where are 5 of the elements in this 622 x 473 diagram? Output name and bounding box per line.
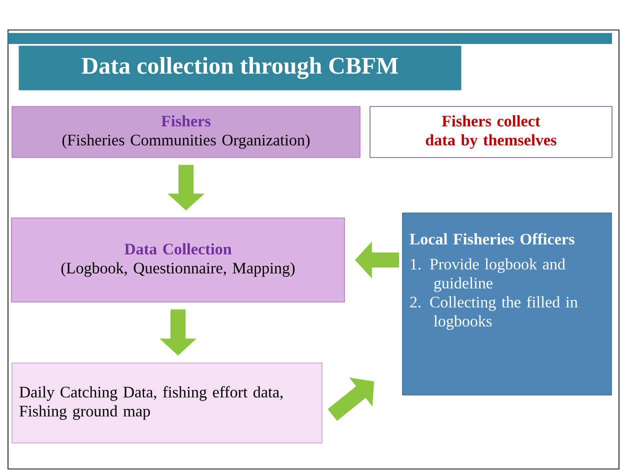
note-box: Fishers collect data by themselves [370,106,612,158]
officer-box: Local Fisheries Officers 1. Provide logbook and guideline 2. Collecting the filled in logbooks [402,212,612,396]
output-box: Daily Catching Data, fishing effort data, Fishing ground map [12,362,322,444]
process-box: Data Collection (Logbook, Questionnaire, Mapping) [11,218,345,302]
group-box: Fishers (Fisheries Communities Organization) [12,106,360,158]
